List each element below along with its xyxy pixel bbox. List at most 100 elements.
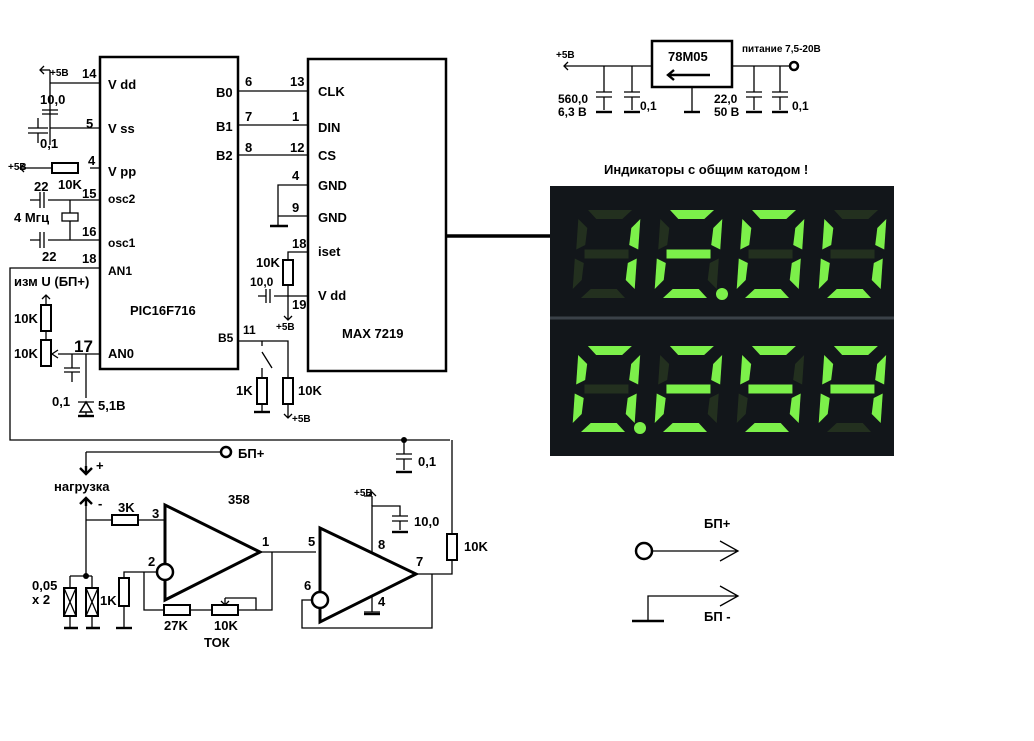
pic-pin-an0: AN0 (108, 346, 134, 361)
digit-segment (581, 289, 625, 298)
max-pin-gnd2: GND (318, 210, 347, 225)
pin-num: 19 (292, 297, 306, 312)
plus5-label: +5B (8, 162, 27, 173)
digit-segment (736, 258, 748, 289)
op-pin: 4 (378, 594, 386, 609)
digit-segment (789, 393, 801, 423)
shunt-x-label: х 2 (32, 592, 50, 607)
pin-num: 7 (245, 109, 252, 124)
digit-segment (818, 258, 830, 289)
op-pin: 6 (304, 578, 311, 593)
digit-segment (658, 219, 670, 250)
cap-vdd-label: 10,0 (40, 92, 65, 107)
digit-segment (584, 384, 629, 394)
digit-segment (658, 355, 670, 385)
pic-pin-vdd: V dd (108, 77, 136, 92)
pin-num: 8 (245, 140, 252, 155)
load-minus: - (98, 496, 102, 511)
digit-segment (748, 384, 793, 394)
digit-segment (748, 249, 793, 259)
pin-num: 4 (88, 153, 96, 168)
max-pin-vdd: V dd (318, 288, 346, 303)
op-pin: 1 (262, 534, 269, 549)
pin-num: 11 (243, 323, 256, 337)
bp-plus-terminal (634, 541, 654, 561)
c-reg3v: 50 В (714, 105, 740, 119)
digit-segment (625, 393, 637, 423)
digit-segment (822, 219, 834, 250)
op-pin: 7 (416, 554, 423, 569)
r10k-tok-label: 10K (214, 618, 238, 633)
r27k-label: 27K (164, 618, 188, 633)
opamp-1 (163, 502, 264, 603)
pic-label: PIC16F716 (130, 303, 196, 318)
digit-segment (588, 210, 633, 219)
op-pin: 2 (148, 554, 155, 569)
digit-segment (669, 346, 714, 355)
pic-pin-vpp: V pp (108, 164, 136, 179)
digit-segment (707, 258, 719, 289)
digit-segment (875, 355, 887, 385)
c-op2-label: 0,1 (418, 454, 436, 469)
plus5-label: +5B (276, 322, 295, 333)
crystal-label: 4 Мгц (14, 210, 49, 225)
digit-segment (572, 393, 584, 423)
display-bottom-digits (572, 346, 887, 434)
izm-label: изм U (БП+) (14, 274, 89, 289)
r-vpp-label: 10K (58, 177, 82, 192)
digit-segment (827, 423, 871, 432)
plus5-label: +5B (292, 414, 311, 425)
pic-pin-b1: B1 (216, 119, 233, 134)
pic-chip (98, 55, 240, 371)
digit-segment (663, 423, 707, 432)
pin-num: 4 (292, 168, 300, 183)
digit-segment (707, 393, 719, 423)
pic-pin-b5: B5 (218, 331, 234, 345)
digit-segment (711, 219, 723, 250)
r10k-a: 10K (14, 311, 38, 326)
pin-num: 6 (245, 74, 252, 89)
digit-segment (654, 393, 666, 423)
shunt-label: 0,05 (32, 578, 57, 593)
max-pin-clk: CLK (318, 84, 345, 99)
pic-pin-vss: V ss (108, 121, 135, 136)
c-reg2: 0,1 (640, 99, 657, 113)
digit-segment (587, 346, 632, 355)
digit-segment (666, 249, 711, 259)
digit-segment (751, 346, 796, 355)
pin-num: 14 (82, 66, 97, 81)
max-pin-gnd1: GND (318, 178, 347, 193)
op-pin: 5 (308, 534, 315, 549)
pin-num: 16 (82, 224, 96, 239)
c-op-label: 10,0 (414, 514, 439, 529)
pic-pin-b0: B0 (216, 85, 233, 100)
digit-segment (875, 219, 887, 250)
op-name: 358 (228, 492, 250, 507)
digit-segment (629, 219, 641, 250)
decimal-point (634, 422, 646, 434)
plus5-label: +5B (556, 50, 575, 61)
bp-plus-label: БП+ (238, 446, 265, 461)
cap-22a: 22 (34, 179, 48, 194)
digit-segment (745, 423, 789, 432)
digit-segment (670, 210, 715, 219)
digit-segment (629, 355, 641, 385)
indicator-caption: Индикаторы с общим катодом ! (604, 162, 808, 177)
c-reg3: 22,0 (714, 92, 738, 106)
digit-segment (663, 289, 707, 298)
max-pin-cs: CS (318, 148, 336, 163)
b5-r2-label: 10K (298, 383, 322, 398)
r3k-label: 3K (118, 500, 135, 515)
cap-01-label: 0,1 (40, 136, 58, 151)
digit-segment (789, 258, 801, 289)
r10k-b: 10K (14, 346, 38, 361)
zener-label: 5,1В (98, 398, 125, 413)
digit-segment (584, 249, 629, 259)
cap-an0: 0,1 (52, 394, 70, 409)
tok-label: ТОК (204, 635, 230, 650)
plus5-label: +5B (354, 488, 373, 499)
max-pin-iset: iset (318, 244, 341, 259)
digit-segment (625, 258, 637, 289)
legend-bp-plus: БП+ (704, 516, 731, 531)
